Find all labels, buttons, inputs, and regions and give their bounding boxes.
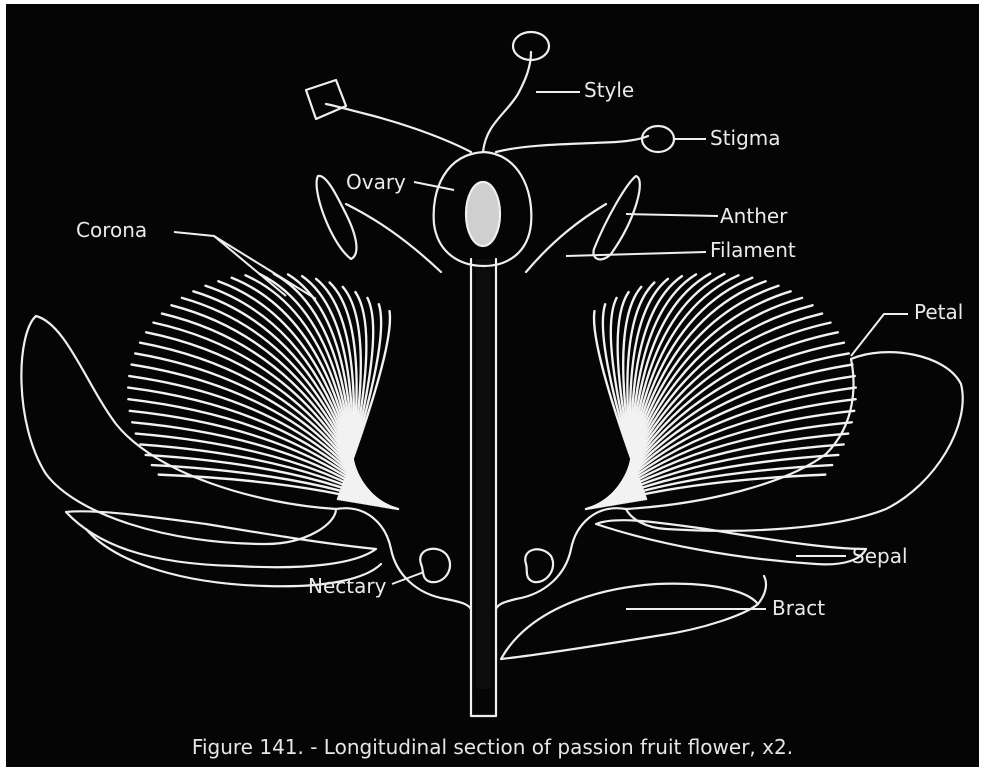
right-petal — [626, 352, 963, 531]
ovary — [466, 182, 500, 246]
label-ovary: Ovary — [346, 170, 406, 194]
label-filament: Filament — [710, 238, 796, 262]
right-sepal — [596, 520, 866, 564]
label-stigma: Stigma — [710, 126, 781, 150]
bract-tip — [758, 576, 766, 604]
left-nectary — [420, 549, 450, 582]
bract — [501, 584, 758, 659]
label-anther: Anther — [720, 204, 787, 228]
label-nectary: Nectary — [308, 574, 386, 598]
leader-anther — [626, 214, 718, 216]
left-sepal — [66, 511, 376, 567]
passion-flower-illustration — [6, 4, 979, 767]
stem-core — [476, 259, 491, 689]
right-nectary — [525, 549, 553, 582]
style-left — [326, 104, 471, 152]
label-bract: Bract — [772, 596, 825, 620]
label-sepal: Sepal — [852, 544, 908, 568]
corona-filaments — [128, 274, 856, 509]
label-style: Style — [584, 78, 634, 102]
leader-lines — [174, 92, 908, 609]
right-anther — [593, 176, 639, 259]
leader-corona-2 — [214, 236, 316, 299]
label-corona: Corona — [76, 218, 147, 242]
leader-filament — [566, 252, 706, 256]
diagram-panel: Style Stigma Ovary Anther Filament Coron… — [6, 4, 979, 767]
style-center — [483, 52, 531, 152]
leader-nectary — [392, 572, 424, 584]
leader-ovary — [414, 182, 454, 190]
left-filament — [346, 204, 441, 272]
style-right — [496, 136, 648, 152]
stigma-left — [306, 80, 346, 119]
label-petal: Petal — [914, 300, 963, 324]
right-receptacle — [496, 508, 626, 609]
leader-petal — [851, 314, 908, 356]
stigma-right — [642, 126, 674, 152]
figure-caption: Figure 141. - Longitudinal section of pa… — [6, 734, 979, 760]
right-filament — [526, 204, 606, 272]
